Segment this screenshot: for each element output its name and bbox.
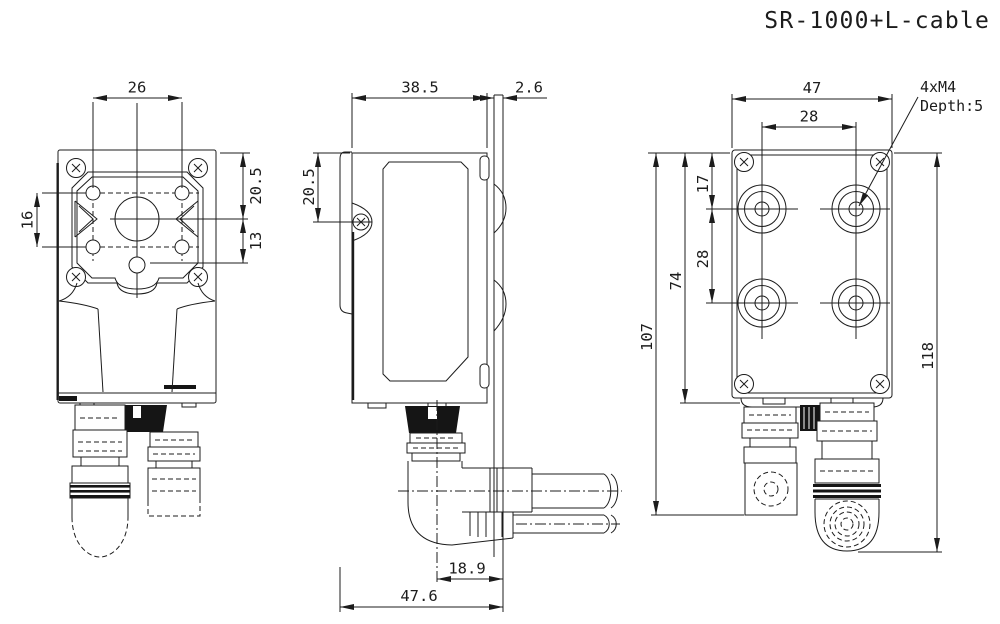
front-mount-holes xyxy=(76,179,199,261)
dim-label-side-total-depth: 47.6 xyxy=(400,587,437,605)
side-cables xyxy=(513,473,620,534)
rear-left-connector xyxy=(741,406,799,516)
side-l-elbow xyxy=(407,461,533,546)
dim-label-front-top-to-lens: 20.5 xyxy=(247,167,265,204)
rear-m4-holes xyxy=(706,122,890,339)
dim-label-rear-pitch-h: 28 xyxy=(800,108,819,126)
dim-label-rear-width: 47 xyxy=(803,79,822,97)
side-dimensions: 38.5 2.6 20.5 18.9 47.6 xyxy=(300,79,547,612)
front-side-wedges xyxy=(74,200,199,238)
rear-cable-gland xyxy=(800,405,820,431)
dim-label-rear-pitch-v: 28 xyxy=(694,250,712,269)
rear-dimensions: 47 28 4xM4 Depth:5 17 28 74 107 118 xyxy=(638,78,983,553)
dim-label-rear-total-height: 118 xyxy=(919,342,937,370)
dim-label-rear-connector-height: 107 xyxy=(638,323,656,351)
front-view: 26 16 20.5 13 xyxy=(19,79,265,558)
dim-label-side-top-to-screw: 20.5 xyxy=(300,168,318,205)
side-cable-gland xyxy=(405,406,460,433)
dim-label-rear-top-to-hole: 17 xyxy=(694,175,712,194)
leader-line-m4 xyxy=(858,96,919,207)
dim-label-side-cable-offset: 18.9 xyxy=(448,560,485,578)
rear-view: 47 28 4xM4 Depth:5 17 28 74 107 118 xyxy=(638,78,983,553)
side-view: 38.5 2.6 20.5 18.9 47.6 xyxy=(300,79,622,612)
dim-label-rear-body-height: 74 xyxy=(667,272,685,291)
drawing-title: SR-1000+L-cable xyxy=(764,8,990,34)
dim-label-front-hole-pitch-v: 16 xyxy=(19,211,37,230)
front-corner-screws xyxy=(66,158,208,287)
front-right-connector xyxy=(147,431,201,517)
dim-label-side-bracket: 2.6 xyxy=(515,79,543,97)
dim-label-front-hole-pitch-h: 26 xyxy=(128,79,147,97)
dim-label-front-lens-to-hole: 13 xyxy=(247,232,265,251)
front-left-connector xyxy=(69,404,131,558)
side-bracket-plate xyxy=(493,94,507,612)
side-window xyxy=(382,161,469,382)
front-indicator-hole xyxy=(128,256,146,274)
rear-corner-screws xyxy=(734,152,890,394)
side-body xyxy=(351,152,488,404)
rear-right-connector xyxy=(813,402,881,552)
rear-body xyxy=(731,149,893,399)
dim-label-side-depth: 38.5 xyxy=(401,79,438,97)
note-label-depth: Depth:5 xyxy=(920,97,983,115)
front-dimensions: 26 16 20.5 13 xyxy=(19,79,265,263)
note-label-m4: 4xM4 xyxy=(920,78,956,96)
